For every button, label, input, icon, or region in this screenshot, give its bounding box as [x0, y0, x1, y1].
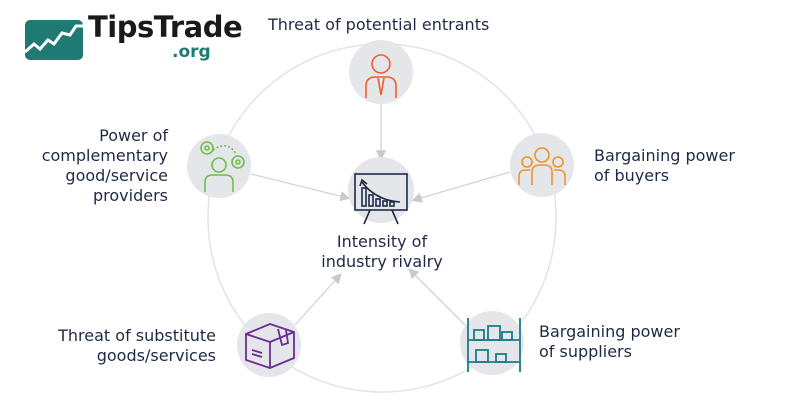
label-line: of suppliers	[539, 342, 632, 361]
label-line: Power of	[99, 126, 168, 145]
node-complementary	[187, 134, 251, 198]
label-line: of buyers	[594, 166, 670, 185]
label-line: complementary	[41, 146, 168, 165]
label-buyers: Bargaining power of buyers	[594, 146, 735, 186]
node-substitutes	[237, 313, 301, 377]
logo-name[interactable]: TipsTrade	[88, 10, 243, 44]
gears-person-icon	[200, 141, 245, 192]
label-suppliers: Bargaining power of suppliers	[539, 322, 680, 362]
label-line: providers	[93, 186, 168, 205]
warehouse-shelf-icon	[467, 318, 521, 372]
label-line: Threat of potential entrants	[268, 15, 490, 34]
logo-icon	[24, 20, 83, 60]
center-label-line: Intensity of	[336, 232, 428, 251]
label-line: good/service	[65, 166, 168, 185]
label-substitutes: Threat of substitute goods/services	[30, 326, 216, 366]
box-icon	[245, 323, 295, 369]
label-line: goods/services	[96, 346, 216, 365]
label-complementary: Power of complementary good/service prov…	[30, 126, 168, 206]
declining-chart-board-icon	[354, 173, 408, 225]
label-entrants: Threat of potential entrants	[268, 15, 489, 35]
person-icon	[365, 54, 397, 98]
label-line: Bargaining power	[594, 146, 735, 165]
connector-arrows	[250, 104, 511, 326]
center-label: Intensity of industry rivalry	[300, 232, 464, 272]
group-icon	[518, 147, 566, 185]
node-suppliers	[460, 311, 524, 375]
logo-suffix: .org	[172, 42, 211, 62]
label-line: Threat of substitute	[58, 326, 216, 345]
node-entrants	[349, 40, 413, 104]
node-buyers	[510, 133, 574, 197]
label-line: Bargaining power	[539, 322, 680, 341]
node-center	[348, 157, 414, 225]
center-label-line: industry rivalry	[321, 252, 443, 271]
